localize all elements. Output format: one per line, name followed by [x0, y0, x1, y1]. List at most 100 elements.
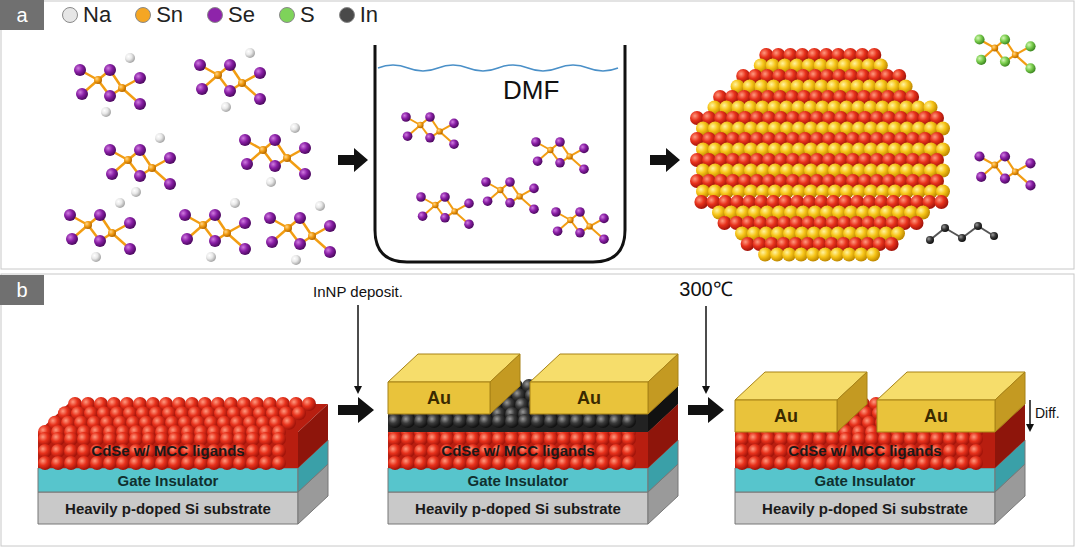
indium-nanoparticles-particle	[401, 414, 415, 428]
legend-text: Sn	[156, 4, 183, 26]
cdse-film-particle	[479, 456, 493, 470]
insulator-layer: Gate Insulator	[38, 468, 298, 492]
solvent-name: DMF	[503, 77, 559, 103]
ligand-atom	[1025, 63, 1035, 73]
molecule-atom	[555, 137, 565, 147]
molecule-atom	[551, 207, 561, 217]
ligand-atom	[991, 45, 998, 52]
cdse-film-particle	[917, 456, 931, 470]
cdse-film-particle	[38, 456, 52, 470]
legend-item: Se	[207, 4, 255, 26]
gold-electrode	[995, 372, 1025, 432]
cdse-film-particle	[181, 456, 195, 470]
indium-nanoparticles-particle	[622, 414, 636, 428]
si-substrate	[388, 492, 648, 524]
cdse-film-particle	[570, 456, 584, 470]
gate-insulator	[38, 468, 298, 492]
cdse-film-particle	[401, 456, 415, 470]
crystal-atom	[104, 90, 116, 102]
crystal-atom	[269, 134, 281, 146]
crystal-atom	[134, 170, 146, 182]
nanocrystal-atom	[866, 248, 880, 262]
crystal-atom	[324, 220, 336, 232]
cdse-film-particle	[761, 456, 775, 470]
cdse-film-particle	[388, 432, 402, 446]
panel-tag: b	[0, 275, 44, 305]
molecule-atom	[505, 177, 515, 187]
cdse-film-particle	[142, 456, 156, 470]
nanocrystal-atom	[741, 237, 755, 251]
si-substrate	[735, 492, 995, 524]
crystal-atom	[118, 84, 126, 92]
cdse-film-particle	[194, 456, 208, 470]
cdse-film-particle	[930, 456, 944, 470]
indium-nanoparticles-particle	[518, 414, 532, 428]
cdse-film-particle	[466, 456, 480, 470]
cdse-film-particle	[596, 432, 610, 446]
cdse-film-particle	[427, 444, 441, 458]
legend-text: Na	[83, 4, 111, 26]
cdse-film-particle	[609, 432, 623, 446]
molecule-atom	[401, 112, 411, 122]
crystal-atom	[308, 232, 316, 240]
step-arrow	[705, 306, 707, 392]
crystal-atom	[238, 79, 246, 87]
panel-frame	[1, 1, 1074, 269]
nanocrystal-atom	[794, 248, 808, 262]
cdse-film-particle	[77, 444, 91, 458]
cdse-layer: CdSe w/ MCC ligands	[38, 432, 298, 468]
molecule-atom	[599, 234, 609, 244]
layer-label: CdSe w/ MCC ligands	[788, 443, 941, 458]
layer-label: Gate Insulator	[468, 473, 569, 488]
cdse-film-particle	[622, 456, 636, 470]
legend-item: Sn	[135, 4, 183, 26]
cdse-film-particle	[748, 456, 762, 470]
molecule-atom	[531, 137, 541, 147]
legend-item: S	[279, 4, 315, 26]
ligand-atom	[974, 151, 984, 161]
crystal-atom	[125, 53, 135, 63]
cdse-film-particle	[891, 456, 905, 470]
cdse-film-particle	[774, 456, 788, 470]
cdse-film-particle	[103, 456, 117, 470]
crystal-atom	[299, 142, 311, 154]
molecule-atom	[464, 219, 474, 229]
legend-swatch	[279, 7, 295, 23]
cdse-film-particle	[90, 456, 104, 470]
cdse-film-particle	[596, 456, 610, 470]
cdse-film-particle	[233, 456, 247, 470]
molecule-atom	[567, 217, 573, 223]
cdse-film-particle	[77, 456, 91, 470]
step-label: InNP deposit.	[313, 284, 403, 299]
cdse-film-particle	[787, 456, 801, 470]
cdse-film-particle	[596, 444, 610, 458]
cdse-film-particle	[956, 444, 970, 458]
crystal-atom	[164, 178, 176, 190]
crystal-atom	[131, 187, 141, 197]
indium-nanoparticles-particle	[544, 414, 558, 428]
indium-nanoparticles-particle	[453, 414, 467, 428]
layer-label: Heavily p-doped Si substrate	[65, 501, 271, 516]
crystal-atom	[245, 48, 255, 58]
cdse-film-particle	[427, 456, 441, 470]
diffusion-arrow	[1029, 400, 1031, 430]
molecule-atom	[425, 133, 435, 143]
nanocrystal-atom	[885, 237, 899, 251]
ligand-atom	[941, 224, 949, 232]
cdse-film-particle	[609, 444, 623, 458]
cdse-film-particle	[64, 444, 78, 458]
ligand-atom	[990, 232, 998, 240]
crystal-atom	[194, 59, 206, 71]
cdse-film-particle	[259, 444, 273, 458]
crystal-atom	[230, 198, 240, 208]
molecule-atom	[516, 193, 522, 199]
cdse-film-particle	[388, 444, 402, 458]
si-substrate	[38, 492, 298, 524]
cdse-film-particle	[427, 432, 441, 446]
substrate-layer: Heavily p-doped Si substrate	[735, 492, 995, 524]
crystal-atom	[148, 164, 156, 172]
crystal-atom	[206, 252, 216, 262]
cdse-film-particle	[440, 456, 454, 470]
cdse-film-particle	[904, 456, 918, 470]
